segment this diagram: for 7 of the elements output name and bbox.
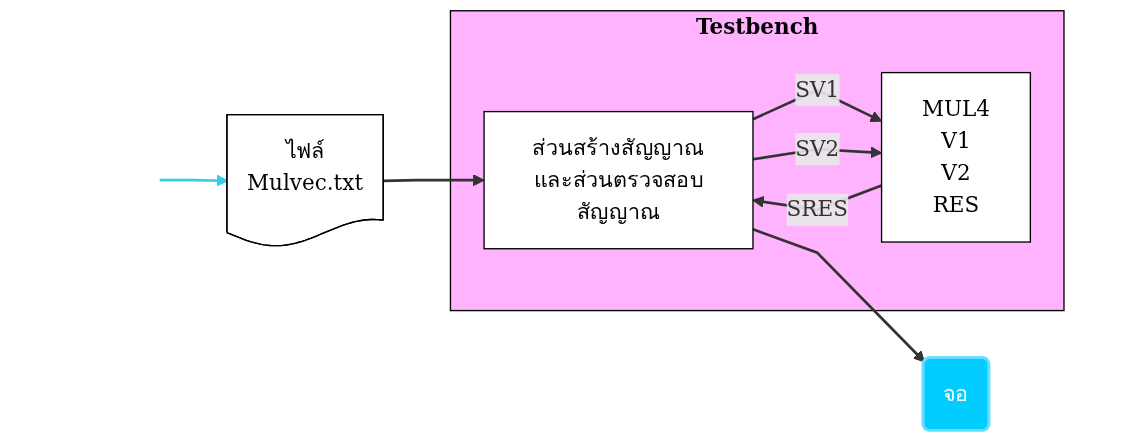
arrow: [752, 228, 925, 363]
edge-label: SV2: [795, 135, 840, 162]
node-box: MUL4 V1 V2 RES: [880, 71, 1032, 243]
arrow: [383, 174, 485, 187]
node-box: ส่วนสร้างสัญญาณและส่วนตรวจสอบสัญญาณ: [483, 110, 754, 250]
edge-label: SRES: [786, 196, 848, 222]
edge-label: SV1: [795, 76, 840, 103]
